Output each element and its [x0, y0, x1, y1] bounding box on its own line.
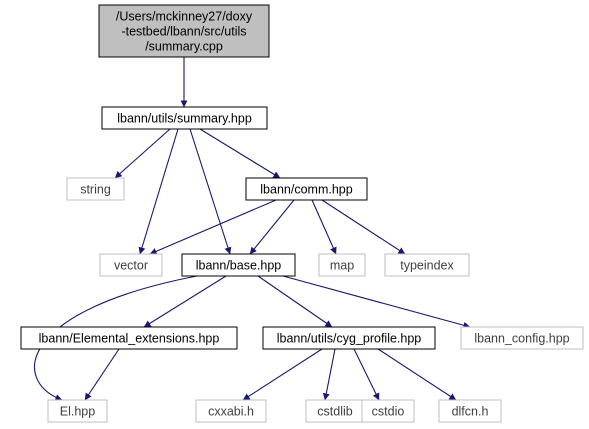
node-label-lbann_config: lbann_config.hpp — [474, 332, 569, 346]
node-dlfcn: dlfcn.h — [438, 399, 502, 423]
node-box-elemental_ext — [20, 326, 238, 350]
node-lbann_config: lbann_config.hpp — [460, 326, 584, 350]
node-label-elemental_ext: lbann/Elemental_extensions.hpp — [39, 332, 220, 346]
edge-elemental_ext-to-el_hpp — [84, 348, 120, 401]
edge-comm_hpp-to-map — [311, 199, 337, 255]
node-box-typeindex — [384, 253, 470, 277]
node-box-summary_hpp — [101, 106, 268, 130]
node-vector: vector — [99, 253, 163, 277]
node-box-comm_hpp — [245, 177, 368, 201]
node-map: map — [318, 253, 366, 277]
edge-base_hpp-to-elemental_ext — [143, 275, 227, 328]
node-box-cxxabi — [195, 399, 267, 423]
edge-comm_hpp-to-typeindex — [321, 199, 406, 255]
node-label-root: /Users/mckinney27/doxy — [116, 10, 253, 24]
node-label-summary_hpp: lbann/utils/summary.hpp — [117, 112, 252, 126]
edge-summary_hpp-to-vector — [138, 128, 179, 255]
node-label-el_hpp: El.hpp — [60, 405, 95, 419]
node-box-map — [318, 253, 366, 277]
node-root[interactable]: /Users/mckinney27/doxy-testbed/lbann/src… — [98, 4, 270, 58]
node-cyg_profile[interactable]: lbann/utils/cyg_profile.hpp — [262, 326, 436, 350]
edge-base_hpp-to-cyg_profile — [257, 275, 333, 328]
node-box-el_hpp — [47, 399, 108, 423]
node-box-cyg_profile — [262, 326, 436, 350]
node-string: string — [66, 177, 125, 201]
node-label-string: string — [80, 183, 111, 197]
node-box-lbann_config — [460, 326, 584, 350]
node-summary_hpp[interactable]: lbann/utils/summary.hpp — [101, 106, 268, 130]
node-base_hpp[interactable]: lbann/base.hpp — [181, 253, 296, 277]
node-typeindex: typeindex — [384, 253, 470, 277]
node-label-comm_hpp: lbann/comm.hpp — [260, 183, 352, 197]
node-label-map: map — [330, 259, 354, 273]
node-cstdlib: cstdlib — [305, 399, 365, 423]
edge-cyg_profile-to-cstdio — [353, 348, 380, 401]
node-label-base_hpp: lbann/base.hpp — [196, 259, 282, 273]
node-label-cstdio: cstdio — [372, 405, 405, 419]
node-box-root — [98, 4, 270, 58]
node-label-dlfcn: dlfcn.h — [452, 405, 489, 419]
edge-summary_hpp-to-comm_hpp — [199, 128, 281, 179]
node-label-cyg_profile: lbann/utils/cyg_profile.hpp — [277, 332, 422, 346]
node-label-root: /summary.cpp — [145, 40, 223, 54]
node-label-vector: vector — [114, 259, 148, 273]
node-label-typeindex: typeindex — [400, 259, 454, 273]
node-cxxabi: cxxabi.h — [195, 399, 267, 423]
edges-layer — [34, 57, 471, 401]
node-el_hpp: El.hpp — [47, 399, 108, 423]
edge-summary_hpp-to-base_hpp — [189, 128, 232, 255]
edge-comm_hpp-to-base_hpp — [249, 199, 295, 255]
node-label-cstdlib: cstdlib — [317, 405, 352, 419]
node-box-string — [66, 177, 125, 201]
edge-cyg_profile-to-dlfcn — [377, 348, 457, 401]
node-label-root: -testbed/lbann/src/utils — [121, 25, 246, 39]
node-box-cstdio — [361, 399, 415, 423]
nodes-layer: /Users/mckinney27/doxy-testbed/lbann/src… — [20, 4, 584, 423]
edge-cyg_profile-to-cstdlib — [322, 348, 336, 401]
edge-base_hpp-to-lbann_config — [282, 275, 471, 329]
edge-comm_hpp-to-vector — [149, 199, 277, 255]
edge-cyg_profile-to-cxxabi — [242, 348, 323, 401]
node-label-cxxabi: cxxabi.h — [208, 405, 254, 419]
edge-summary_hpp-to-string — [114, 128, 171, 179]
node-elemental_ext[interactable]: lbann/Elemental_extensions.hpp — [20, 326, 238, 350]
node-comm_hpp[interactable]: lbann/comm.hpp — [245, 177, 368, 201]
node-cstdio: cstdio — [361, 399, 415, 423]
node-box-vector — [99, 253, 163, 277]
node-box-base_hpp — [181, 253, 296, 277]
node-box-dlfcn — [438, 399, 502, 423]
